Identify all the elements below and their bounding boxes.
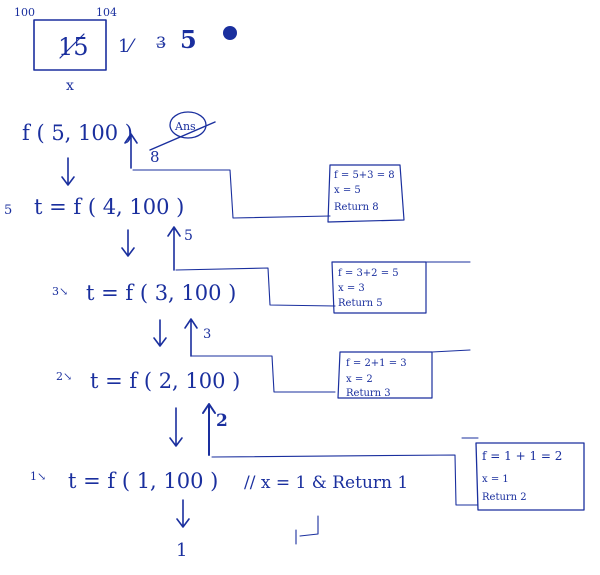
answer-pointer: [149, 121, 216, 151]
svg-text:Return 3: Return 3: [346, 388, 391, 399]
memory-variable-label: x: [66, 78, 74, 94]
connector-frame-1: [132, 169, 331, 219]
return-label-2: 2: [216, 411, 228, 431]
call-f-4: t = f ( 4, 100 ): [34, 195, 184, 219]
svg-text:x = 2: x = 2: [346, 374, 373, 385]
connector-frame-3: [191, 355, 336, 393]
frame-4: f = 1 + 1 = 2 x = 1 Return 2: [461, 437, 585, 511]
svg-text:x = 5: x = 5: [334, 185, 361, 196]
memory-strike: [59, 33, 85, 59]
memory-cell: [33, 19, 107, 71]
frame-3: f = 2+1 = 3 x = 2 Return 3: [337, 349, 471, 399]
call-f-2: t = f ( 2, 100 ): [90, 369, 240, 393]
call-arrow-4: [169, 407, 183, 447]
call-arrow-2: [121, 229, 135, 257]
call-arrow-1: [61, 157, 75, 186]
svg-text:f = 2+1 = 3: f = 2+1 = 3: [346, 358, 407, 369]
stray-mark: [295, 515, 319, 545]
return-arrow-5: [167, 226, 181, 271]
return-arrow-2: [202, 403, 216, 456]
memory-cell-value: 15: [58, 33, 89, 61]
svg-text:Return 2: Return 2: [482, 492, 527, 503]
answer-label: Ans: [174, 120, 196, 133]
ink-blot: [223, 26, 237, 40]
address-start-label: 100: [14, 6, 35, 19]
call-f-1: t = f ( 1, 100 ): [68, 469, 218, 493]
frame-1: f = 5+3 = 8 x = 5 Return 8: [327, 164, 405, 223]
svg-text:f = 1 + 1 = 2: f = 1 + 1 = 2: [482, 449, 562, 463]
svg-text:Return 8: Return 8: [334, 202, 379, 213]
memory-history-1: 1⁄: [118, 36, 136, 57]
answer-bubble: [169, 111, 207, 139]
call-arrow-5: [176, 499, 190, 528]
return-arrow-8: [124, 133, 138, 169]
svg-text:f = 5+3 = 8: f = 5+3 = 8: [334, 170, 395, 181]
svg-text:f = 3+2 = 5: f = 3+2 = 5: [338, 268, 399, 279]
call-f-5: f ( 5, 100 ): [22, 121, 133, 145]
return-arrow-3: [184, 318, 198, 357]
frame-2: f = 3+2 = 5 x = 3 Return 5: [331, 261, 471, 314]
call-prefix-3: 3↘: [52, 285, 68, 298]
memory-history-2: 3̶: [156, 33, 166, 52]
connector-frame-4: [211, 454, 479, 506]
return-arrows: [124, 133, 216, 456]
return-label-8: 8: [150, 148, 160, 166]
svg-text:x = 3: x = 3: [338, 283, 365, 294]
call-prefix-4: 5: [4, 203, 12, 218]
call-arrow-3: [153, 319, 167, 347]
return-label-5: 5: [184, 228, 193, 244]
call-f-3: t = f ( 3, 100 ): [86, 281, 236, 305]
frame-connectors: [132, 169, 479, 506]
call-prefix-2: 2↘: [56, 370, 72, 383]
base-case-note: // x = 1 & Return 1: [244, 473, 408, 493]
call-prefix-1: 1↘: [30, 470, 46, 483]
memory-history-final: 5: [180, 25, 197, 54]
svg-text:x = 1: x = 1: [482, 474, 509, 485]
connector-frame-2: [175, 267, 336, 307]
final-result: 1: [176, 540, 187, 561]
call-arrows: [61, 157, 190, 528]
address-end-label: 104: [96, 6, 117, 19]
return-label-3: 3: [203, 327, 211, 342]
svg-text:Return 5: Return 5: [338, 298, 383, 309]
